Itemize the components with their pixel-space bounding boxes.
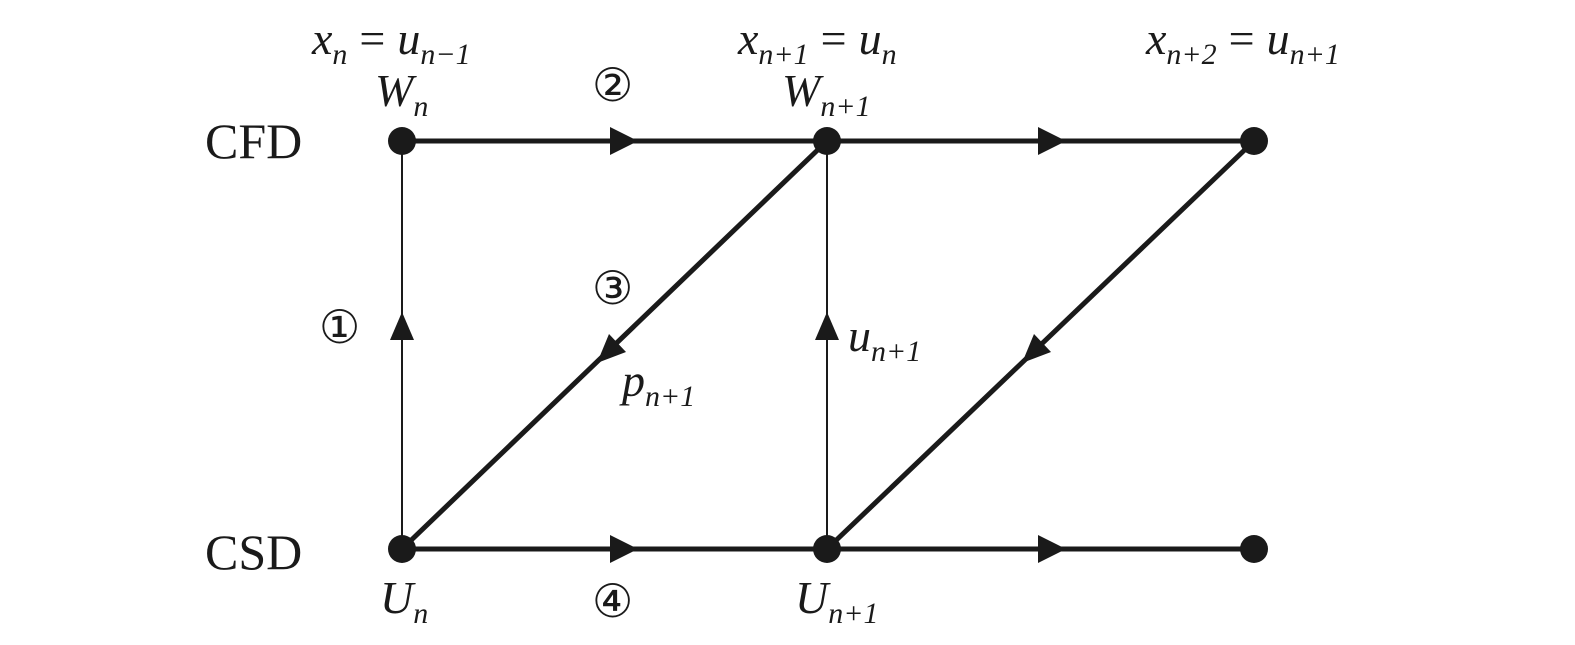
node-label-w-n1: Wn+1: [782, 65, 871, 123]
node-label-u-n: Un: [380, 572, 429, 630]
row-label-cfd: CFD: [205, 113, 303, 169]
arrow-cfd-2: [1038, 127, 1066, 155]
arrow-csd-2: [1038, 535, 1066, 563]
node-u-n1: [813, 535, 841, 563]
row-label-csd: CSD: [205, 524, 303, 580]
arrow-vertical-2: [815, 312, 839, 340]
arrow-vertical-1: [390, 312, 414, 340]
node-w-n1: [813, 127, 841, 155]
edge-label-p-n1: pn+1: [622, 355, 696, 413]
node-u-n2: [1240, 535, 1268, 563]
arrow-diagonal-1: [597, 334, 626, 363]
node-u-n: [388, 535, 416, 563]
step-marker-4: ④: [592, 574, 634, 628]
arrow-cfd-1: [610, 127, 638, 155]
arrow-csd-1: [610, 535, 638, 563]
edge-label-u-n1: un+1: [848, 310, 922, 368]
node-w-n2: [1240, 127, 1268, 155]
node-w-n: [388, 127, 416, 155]
node-label-u-n1: Un+1: [795, 572, 879, 630]
top-eq-1: xn=un−1: [312, 13, 471, 71]
step-marker-2: ②: [592, 58, 634, 112]
top-eq-2: xn+1=un: [738, 13, 897, 71]
node-label-w-n: Wn: [375, 65, 429, 123]
step-marker-1: ①: [319, 300, 361, 354]
arrow-diagonal-2: [1022, 334, 1051, 363]
top-eq-3: xn+2=un+1: [1146, 13, 1340, 71]
step-marker-3: ③: [592, 261, 634, 315]
